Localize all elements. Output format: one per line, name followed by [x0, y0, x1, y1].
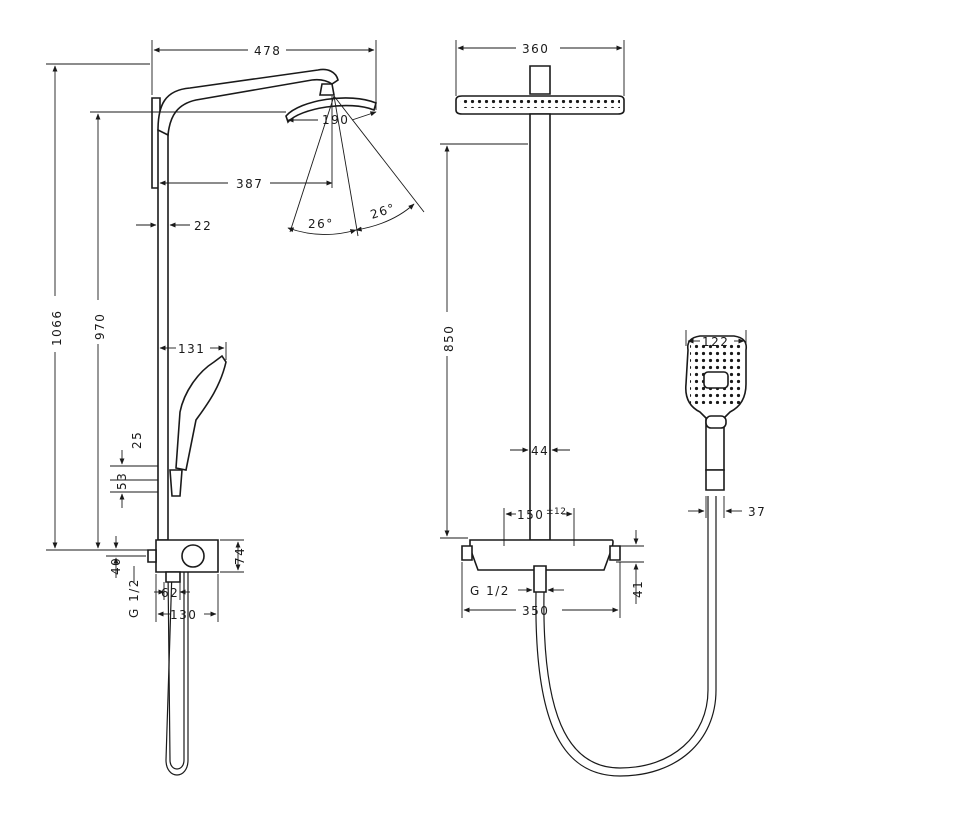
- dim-head-height: 970: [93, 313, 107, 340]
- dim-total-height: 1066: [50, 309, 64, 346]
- handshower-holder: [169, 469, 183, 497]
- dim-inlet-spacing: 150: [517, 508, 544, 522]
- overhead-shower-side: [285, 97, 377, 124]
- side-view: 478 190 387 22 26° 26° 1066 970: [46, 40, 425, 776]
- dim-thermostat-width: 350: [522, 604, 549, 618]
- dim-inlet-thread-front: G 1/2: [470, 584, 510, 598]
- dim-side-width: 478: [254, 44, 281, 58]
- riser-pipe-front: [529, 113, 551, 541]
- head-connector-front: [529, 65, 551, 95]
- thermostat-knob-side: [181, 544, 205, 568]
- hose-front: [535, 496, 717, 777]
- handshower-button: [705, 415, 727, 429]
- outlet-front: [533, 565, 547, 593]
- head-connector: [319, 83, 335, 96]
- dim-thermostat-front-height: 41: [631, 580, 645, 598]
- dim-handshower-width: 122: [702, 335, 729, 349]
- inlet-fitting-side: [147, 549, 157, 563]
- dim-outlet-width: 62: [161, 586, 179, 600]
- dim-thermostat-height: 74: [233, 547, 247, 565]
- dim-inlet-thread-side: G 1/2: [127, 578, 141, 618]
- dim-holder-spacing-a: 25: [130, 431, 144, 449]
- inlet-left-front: [461, 545, 473, 561]
- handshower-holder-front: [705, 469, 725, 491]
- dim-front-pipe-height: 850: [442, 325, 456, 352]
- dim-arm-reach: 387: [236, 177, 263, 191]
- shower-arm: [157, 68, 339, 137]
- dim-inlet-offset: 40: [109, 557, 123, 575]
- dim-handle-width: 37: [748, 505, 766, 519]
- dim-head-diameter: 190: [322, 113, 349, 127]
- dim-inlet-spacing-tolerance: ±12: [546, 507, 567, 517]
- dim-pipe-diameter: 44: [531, 444, 549, 458]
- overhead-nozzles: [460, 100, 620, 108]
- handshower-center-panel: [703, 371, 729, 389]
- inlet-right-front: [609, 545, 621, 561]
- riser-pipe: [157, 129, 169, 541]
- front-view: 360 850 44 150 ±12 G 1/2 350 41: [440, 40, 766, 777]
- dim-pipe-gap: 22: [194, 219, 212, 233]
- dim-front-head-width: 360: [522, 42, 549, 56]
- handshower-side: [175, 354, 227, 471]
- dim-thermostat-depth: 130: [170, 608, 197, 622]
- dim-spray-angle-left: 26°: [308, 217, 334, 231]
- hose-loop-side: [165, 569, 189, 776]
- outlet-fitting-side: [165, 571, 181, 583]
- dim-holder-spacing-b: 53: [115, 472, 129, 490]
- dim-handshower-offset: 131: [178, 342, 205, 356]
